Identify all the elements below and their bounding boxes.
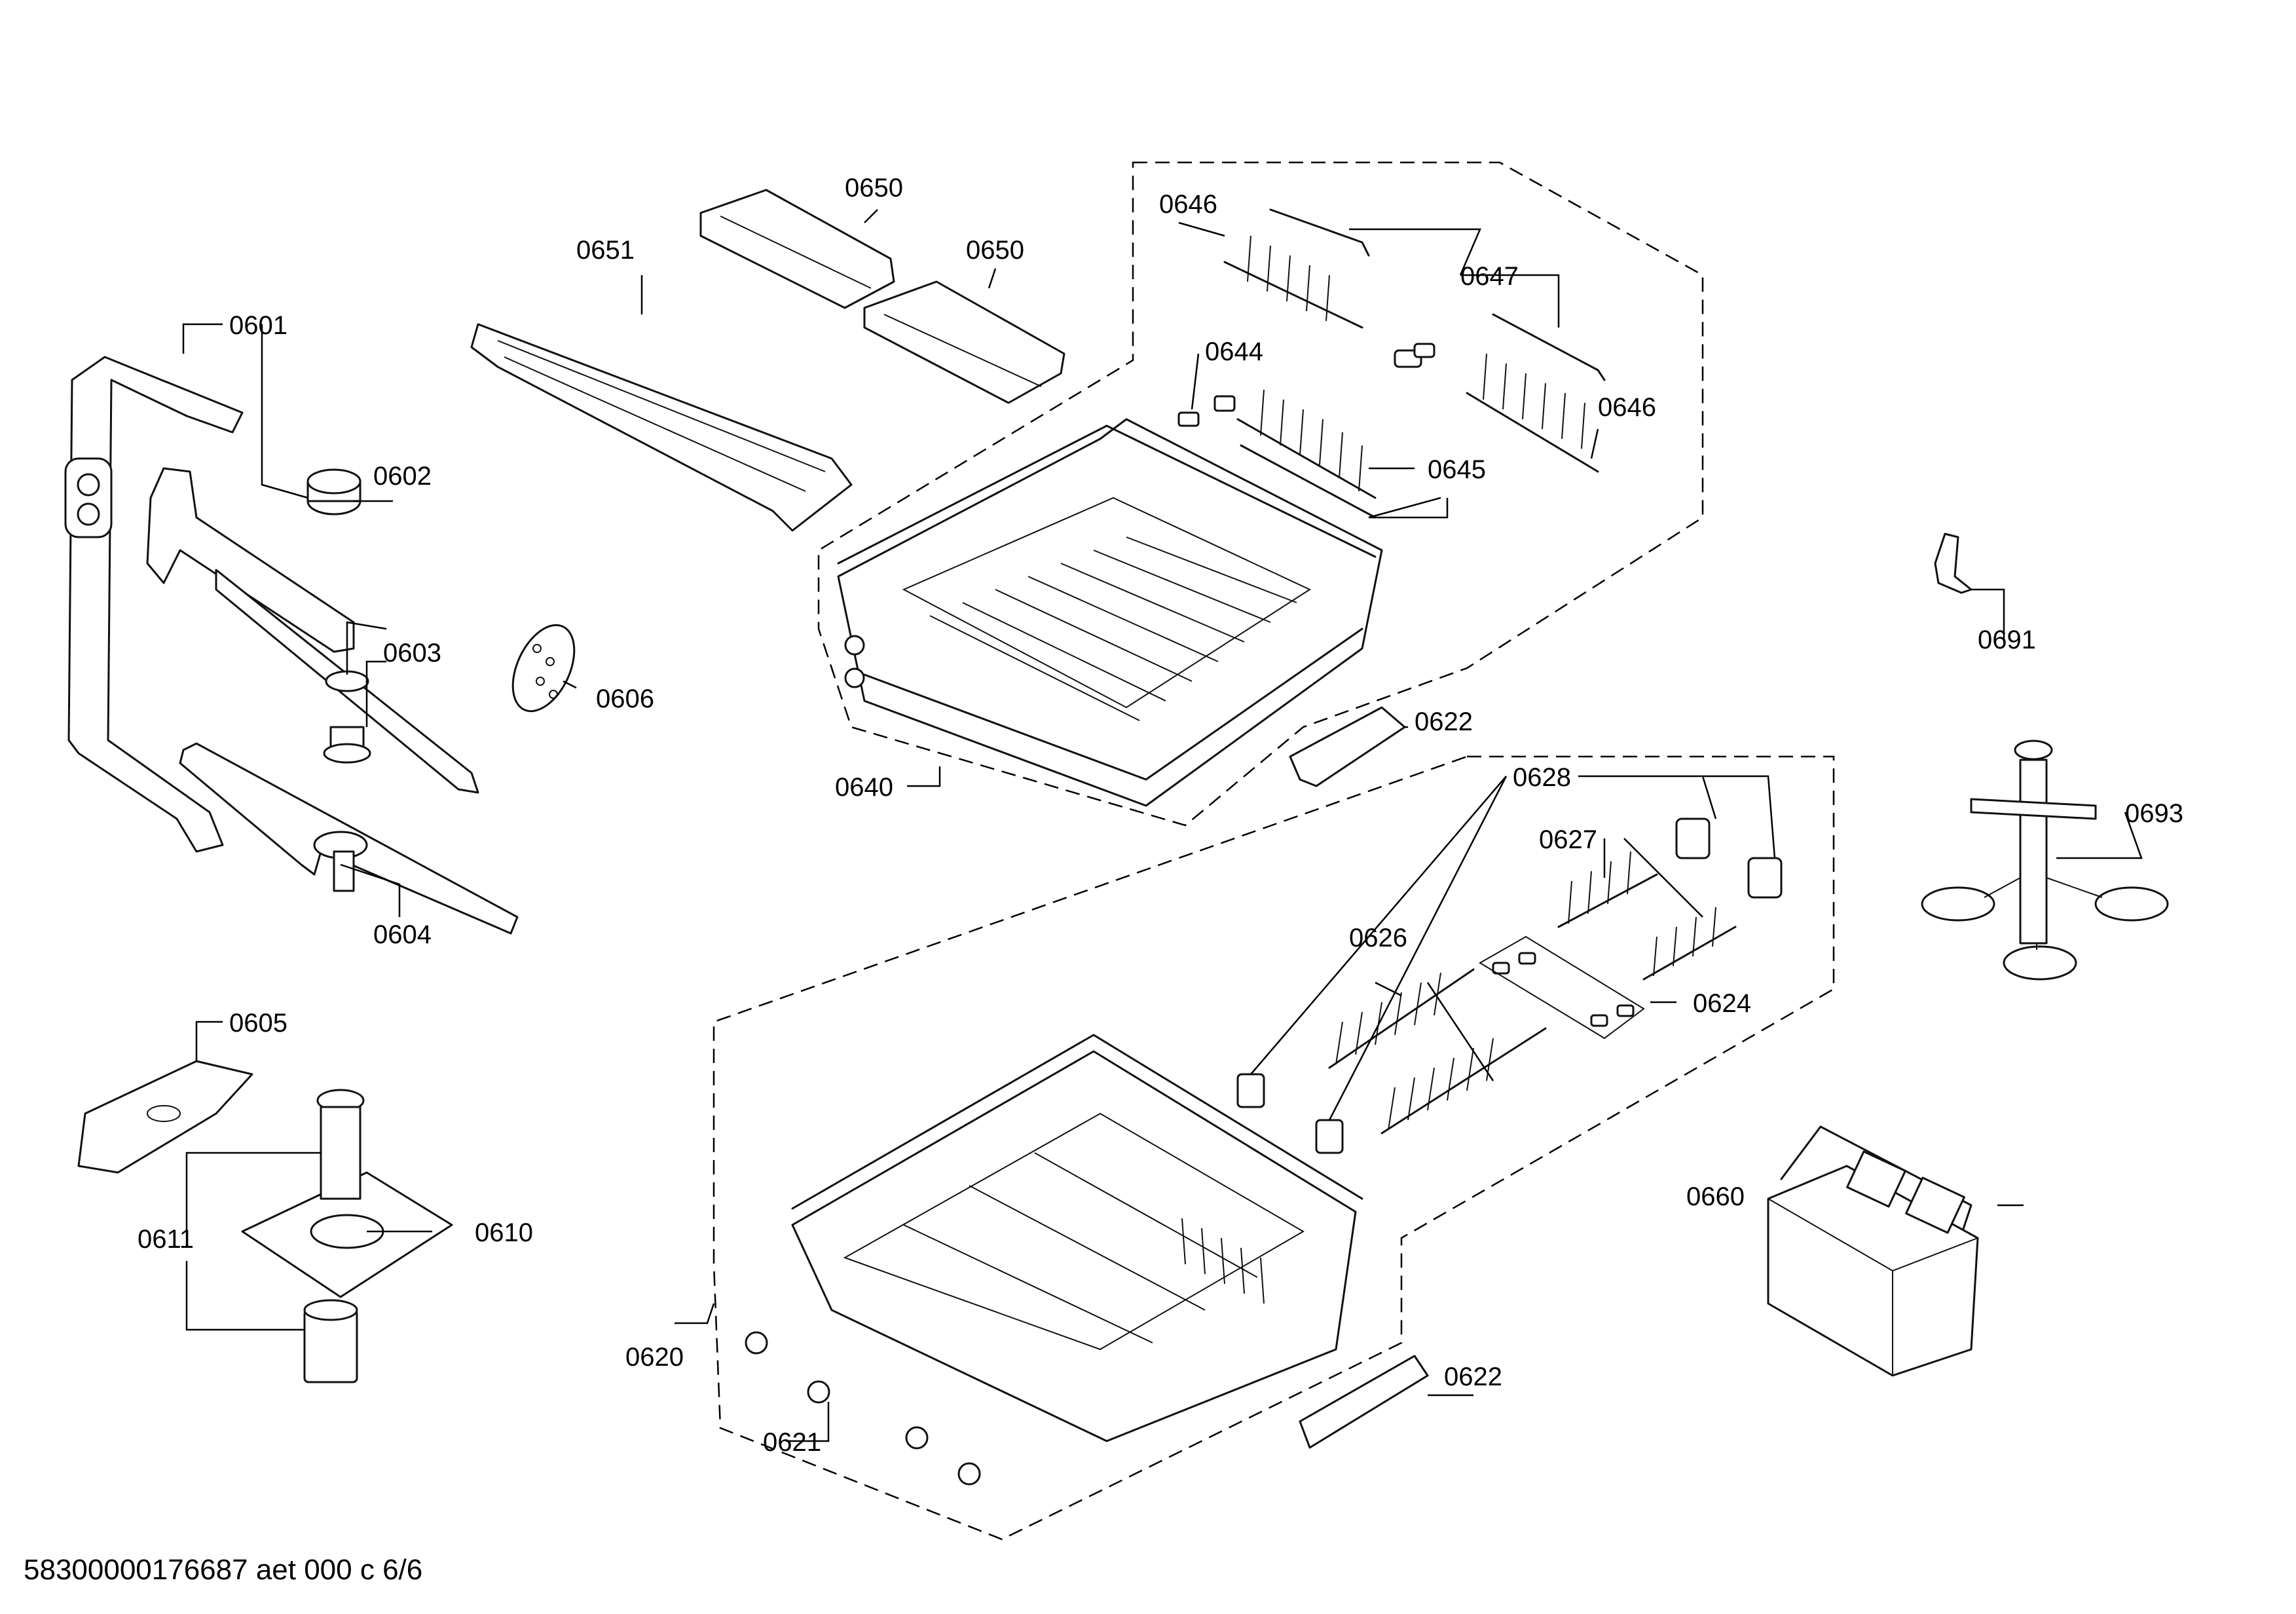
part-labels: 0601 0602 0603 0604 0605 0606 0610 0611 …	[138, 174, 2183, 1457]
spray-holder-part	[306, 468, 361, 516]
handle-0622-lower-part	[1299, 1355, 1429, 1449]
label-0626: 0626	[1349, 924, 1407, 952]
clip-0691-part	[1934, 533, 1972, 594]
tine-rack-0626-part	[1328, 968, 1547, 1135]
leader-lines	[182, 209, 2143, 1442]
label-0622-lower: 0622	[1444, 1362, 1502, 1391]
tine-row-0646-top-part	[1223, 208, 1370, 329]
label-0660: 0660	[1686, 1182, 1745, 1211]
label-0604: 0604	[373, 920, 432, 949]
clip-0644-part	[1177, 395, 1236, 427]
spray-holder-0693-part	[1921, 740, 2169, 981]
label-0627: 0627	[1539, 825, 1597, 854]
label-0610: 0610	[475, 1218, 533, 1247]
label-0646-bottom: 0646	[1598, 393, 1656, 422]
label-0645: 0645	[1428, 455, 1486, 484]
label-0606: 0606	[596, 685, 654, 713]
lower-basket-part	[791, 1034, 1363, 1442]
cutlery-tray-0651-part	[470, 323, 853, 532]
label-0611: 0611	[138, 1225, 194, 1254]
label-0620: 0620	[625, 1343, 684, 1372]
tine-rack-0627-part	[1557, 851, 1737, 981]
label-0628: 0628	[1513, 763, 1571, 792]
filter-tower-0611-part	[303, 1089, 365, 1383]
label-0646-top: 0646	[1159, 190, 1217, 219]
upper-rack-group-outline	[817, 161, 1704, 827]
upper-spray-arm-part	[146, 467, 479, 794]
label-0644: 0644	[1205, 337, 1263, 366]
filter-disc-part	[511, 624, 576, 713]
label-0602: 0602	[373, 462, 432, 491]
lower-rack-group-outline	[713, 755, 1835, 1541]
label-0605: 0605	[229, 1009, 287, 1038]
label-0650-top: 0650	[845, 174, 903, 202]
clips-0628-part	[1236, 817, 1783, 1154]
label-0693: 0693	[2125, 799, 2183, 828]
tine-row-0645-part	[1236, 389, 1377, 519]
label-0603: 0603	[383, 639, 441, 667]
label-0624: 0624	[1693, 989, 1751, 1018]
label-0622-upper: 0622	[1415, 707, 1473, 736]
label-0601: 0601	[229, 311, 287, 340]
label-0650-bottom: 0650	[966, 236, 1024, 265]
wheels-0621-part	[745, 1331, 981, 1486]
filter-cover-0605-part	[77, 1060, 253, 1174]
upper-basket-part	[837, 418, 1383, 807]
cutlery-tray-0650-top-part	[699, 189, 895, 309]
label-0621: 0621	[763, 1428, 821, 1457]
label-0647: 0647	[1460, 262, 1519, 291]
clip-0647-part	[1394, 343, 1435, 368]
clips-0624-part	[1479, 935, 1645, 1040]
drawing-code: 58300000176687 aet 000 c 6/6	[24, 1554, 423, 1586]
label-0691: 0691	[1978, 626, 2036, 654]
handle-0622-upper-part	[1289, 706, 1406, 787]
cutlery-basket-0660-part	[1767, 1125, 1979, 1377]
tine-row-0646-bottom-part	[1466, 313, 1606, 473]
label-0640: 0640	[835, 773, 893, 802]
cutlery-tray-0650-bottom-part	[863, 280, 1065, 404]
supply-pipe-part	[64, 356, 244, 853]
lower-spray-arm-part	[179, 742, 519, 935]
label-0651: 0651	[576, 236, 635, 265]
